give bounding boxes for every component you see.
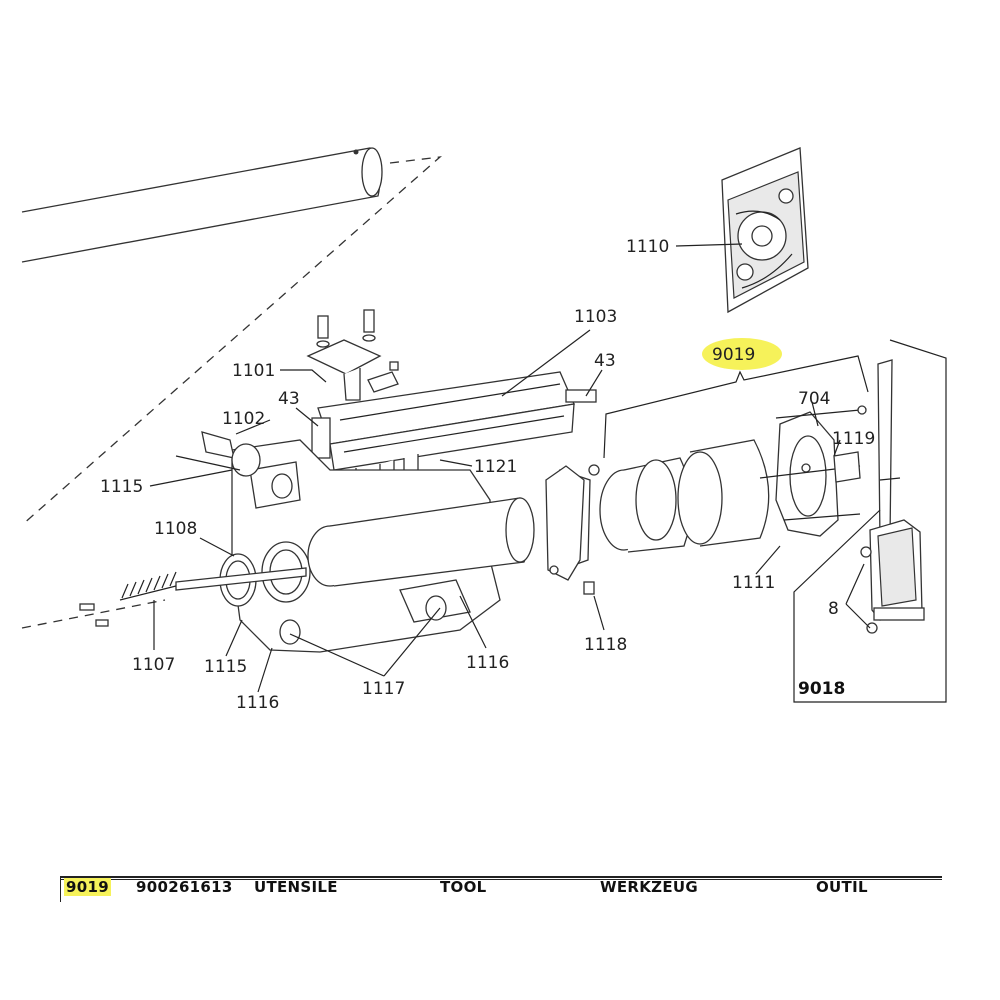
callout-1111: 1111	[732, 573, 775, 593]
callout-1115-a: 1115	[100, 477, 143, 497]
table-left-rule	[60, 876, 61, 902]
callout-1102: 1102	[222, 409, 265, 429]
spring-part	[79, 567, 307, 627]
highlight-9019	[702, 338, 782, 370]
callout-1119: 1119	[832, 429, 875, 449]
callout-8: 8	[828, 599, 839, 619]
callout-1118: 1118	[584, 635, 627, 655]
callout-43-a: 43	[594, 351, 616, 371]
flange-part	[759, 405, 867, 537]
main-housing	[231, 439, 535, 653]
table-desc-de: WERKZEUG	[600, 878, 698, 896]
callout-9019: 9019	[712, 345, 755, 365]
callout-704: 704	[798, 389, 830, 409]
callout-1101: 1101	[232, 361, 275, 381]
table-top-rule-inner	[60, 879, 942, 880]
callout-9018: 9018	[798, 679, 845, 699]
callout-1103: 1103	[574, 307, 617, 327]
table-desc-it: UTENSILE	[254, 878, 338, 896]
callout-labels: 1110 1103 9019 43 1101 43 704 1102 1119 …	[100, 237, 875, 713]
projection-lines	[21, 156, 442, 629]
callout-1108: 1108	[154, 519, 197, 539]
table-top-rule	[60, 876, 942, 878]
gasket-kit-bag	[721, 147, 809, 314]
parts-table: 9019 900261613 UTENSILE TOOL WERKZEUG OU…	[60, 868, 942, 908]
clip-part	[545, 464, 600, 595]
table-part-number: 900261613	[136, 878, 233, 896]
table-desc-en: TOOL	[440, 878, 487, 896]
group-9018-frame	[793, 339, 947, 703]
callout-1121: 1121	[474, 457, 517, 477]
callout-1117: 1117	[362, 679, 405, 699]
callout-1107: 1107	[132, 655, 175, 675]
bracket-part	[306, 309, 399, 401]
tube-part	[21, 147, 383, 263]
callout-1116-b: 1116	[236, 693, 279, 713]
callout-1110: 1110	[626, 237, 669, 257]
leader-lines	[149, 243, 871, 693]
table-desc-fr: OUTIL	[816, 878, 868, 896]
callout-43-b: 43	[278, 389, 300, 409]
table-item-number: 9019	[64, 878, 111, 896]
callout-1115-b: 1115	[204, 657, 247, 677]
group-9019-leader	[603, 355, 869, 459]
fitting-part	[201, 431, 261, 477]
callout-1116-a: 1116	[466, 653, 509, 673]
cylinder-assembly	[860, 359, 925, 634]
